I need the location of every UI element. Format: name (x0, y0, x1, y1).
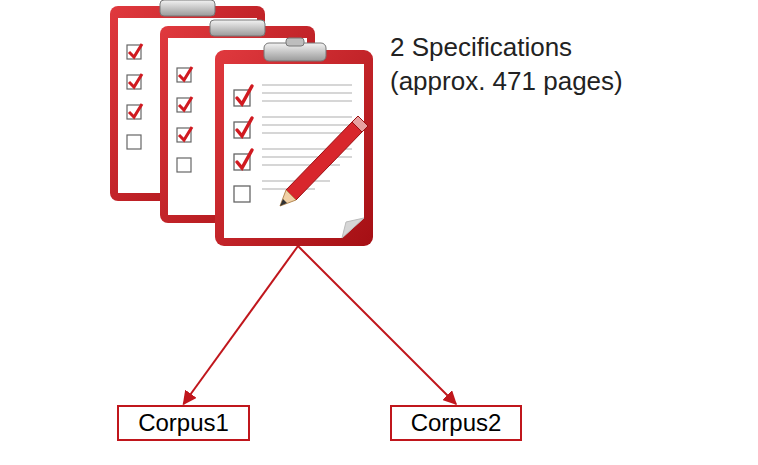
box-label: Corpus2 (411, 409, 502, 437)
corpus-box: Corpus1 (117, 405, 250, 441)
specification-heading: 2 Specifications (approx. 471 pages) (390, 30, 652, 98)
clipboard-front (215, 38, 373, 246)
connector-arrow (298, 246, 456, 404)
pencil (280, 116, 368, 206)
box-label: Corpus1 (138, 409, 229, 437)
clipboard-stack: 2 Specifications (approx. 471 pages) (215, 50, 373, 246)
connector-arrow (184, 246, 299, 404)
corpus-box: Corpus2 (390, 405, 522, 441)
